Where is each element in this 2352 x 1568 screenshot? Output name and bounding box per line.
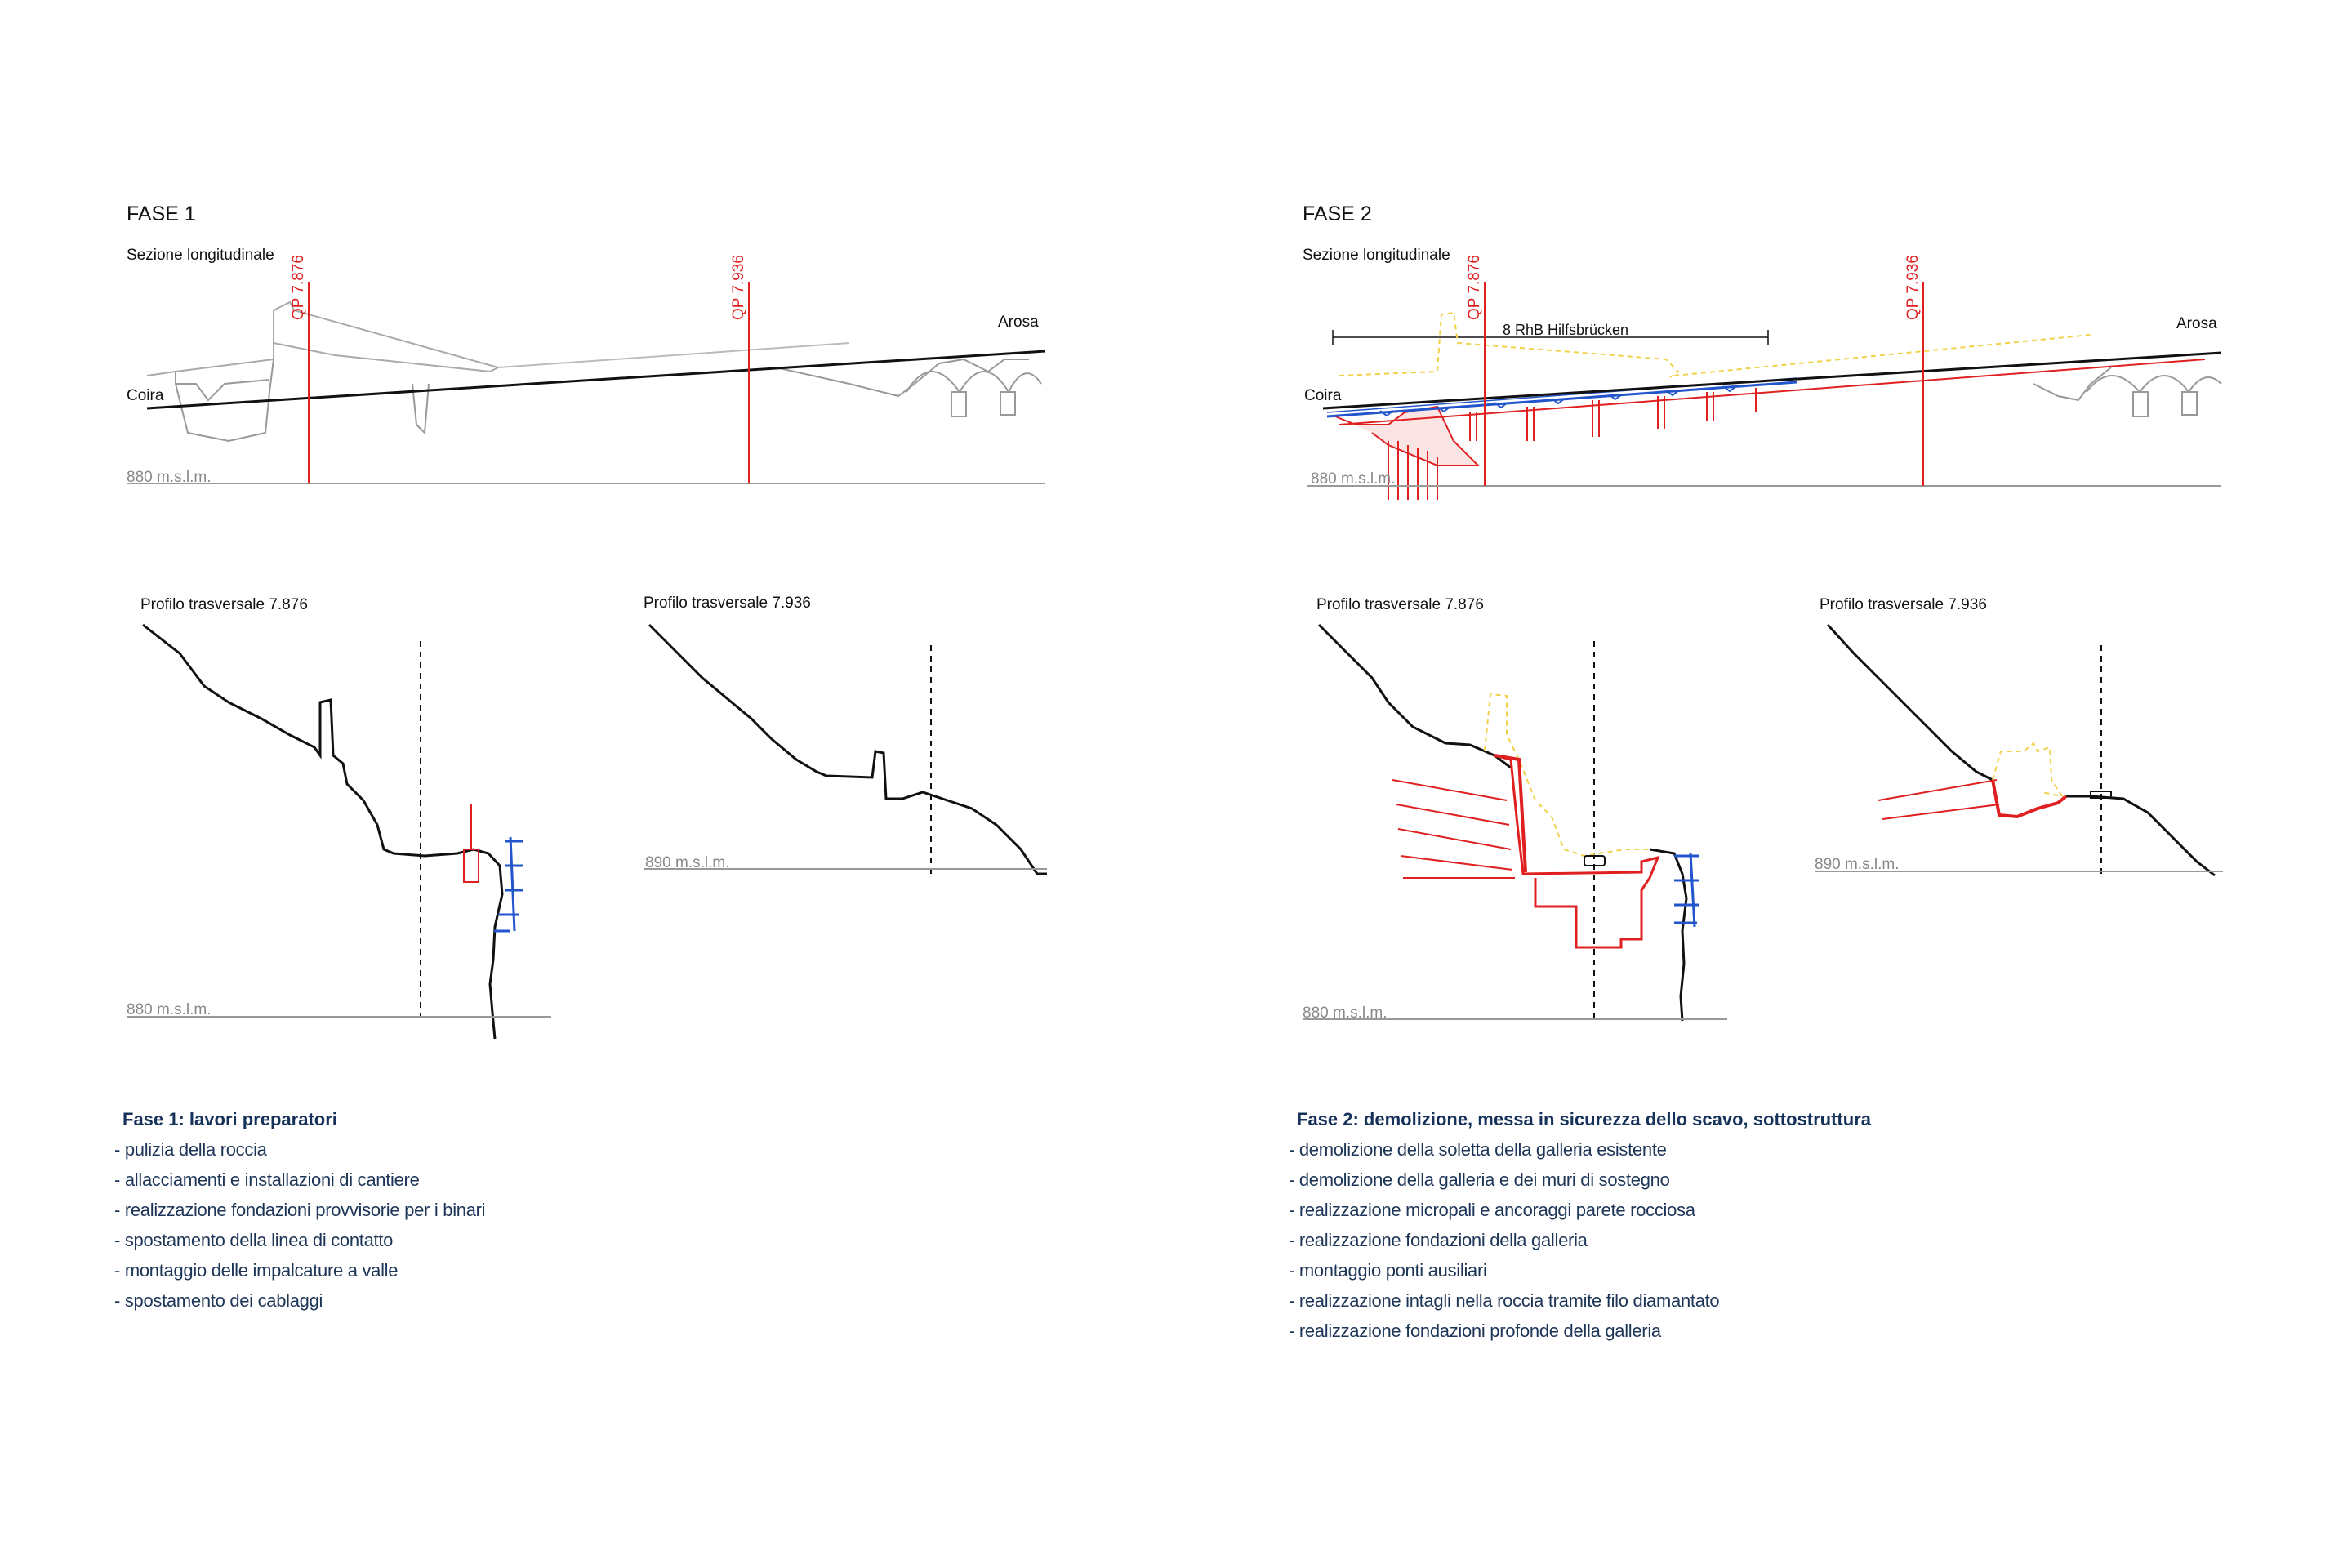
list-item: - demolizione della soletta della galler… — [1289, 1139, 1667, 1160]
fase1-longitudinal-section: FASE 1 Sezione longitudinale QP 7.876 QP… — [127, 203, 1046, 486]
fase2-right-place: Arosa — [2176, 315, 2217, 332]
fase2-elev-long: 880 m.s.l.m. — [1311, 470, 1395, 488]
list-item: - spostamento dei cablaggi — [114, 1290, 323, 1311]
fase1-profile-b-elev: 890 m.s.l.m. — [645, 854, 729, 871]
list-item: - realizzazione fondazioni profonde dell… — [1289, 1321, 1661, 1341]
fase1-right-place: Arosa — [998, 314, 1039, 331]
fase1-qp-b-label: QP 7.936 — [730, 255, 747, 320]
fase1-desc-title: Fase 1: lavori preparatori — [122, 1109, 337, 1129]
fase2-desc-title: Fase 2: demolizione, messa in sicurezza … — [1297, 1109, 1871, 1129]
fase1-profile-a-elev: 880 m.s.l.m. — [127, 1001, 211, 1018]
fase1-profile-b: Profilo trasversale 7.936 890 m.s.l.m. — [644, 595, 1047, 875]
fase1-left-place: Coira — [127, 387, 164, 404]
fase1-profile-a: Profilo trasversale 7.876 880 m.s.l.m. — [127, 596, 551, 1040]
list-item: - realizzazione micropali e ancoraggi pa… — [1289, 1200, 1695, 1220]
fase2-left-place: Coira — [1304, 387, 1342, 404]
list-item: - realizzazione intagli nella roccia tra… — [1289, 1290, 1720, 1311]
list-item: - allacciamenti e installazioni di canti… — [114, 1169, 420, 1190]
fase2-span-label: 8 RhB Hilfsbrücken — [1503, 322, 1628, 338]
list-item: - pulizia della roccia — [114, 1139, 267, 1160]
list-item: - demolizione della galleria e dei muri … — [1289, 1169, 1670, 1190]
fase2-section-label: Sezione longitudinale — [1303, 247, 1450, 264]
fase2-qp-a-label: QP 7.876 — [1466, 255, 1483, 320]
fase2-description: Fase 2: demolizione, messa in sicurezza … — [1289, 1104, 1871, 1346]
fase2-qp-b-label: QP 7.936 — [1904, 255, 1922, 320]
list-item: - montaggio ponti ausiliari — [1289, 1260, 1487, 1281]
list-item: - realizzazione fondazioni della galleri… — [1289, 1230, 1588, 1250]
fase1-section-label: Sezione longitudinale — [127, 247, 274, 264]
list-item: - realizzazione fondazioni provvisorie p… — [114, 1200, 486, 1220]
fase2-profile-a-elev: 880 m.s.l.m. — [1303, 1004, 1387, 1022]
fase2-profile-b: Profilo trasversale 7.936 890 m.s.l.m. — [1815, 596, 2223, 878]
fase2-item-list: - demolizione della soletta della galler… — [1289, 1134, 1871, 1346]
list-item: - spostamento della linea di contatto — [114, 1230, 394, 1250]
fase2-longitudinal-section: FASE 2 Sezione longitudinale 8 RhB Hilfs… — [1303, 203, 2222, 500]
list-item: - montaggio delle impalcature a valle — [114, 1260, 399, 1281]
fase1-profile-a-label: Profilo trasversale 7.876 — [140, 596, 308, 613]
fase2-profile-b-elev: 890 m.s.l.m. — [1815, 856, 1899, 873]
fase1-qp-a-label: QP 7.876 — [290, 255, 307, 320]
fase1-description: Fase 1: lavori preparatori - pulizia del… — [114, 1104, 486, 1316]
fase2-profile-a-label: Profilo trasversale 7.876 — [1316, 596, 1484, 613]
fase1-elev-long: 880 m.s.l.m. — [127, 469, 211, 486]
fase1-title: FASE 1 — [127, 203, 196, 225]
fase2-profile-b-label: Profilo trasversale 7.936 — [1820, 596, 1987, 613]
fase2-title: FASE 2 — [1303, 203, 1372, 225]
fase1-profile-b-label: Profilo trasversale 7.936 — [644, 595, 811, 612]
fase1-item-list: - pulizia della roccia - allacciamenti e… — [114, 1134, 486, 1316]
fase2-profile-a: Profilo trasversale 7.876 880 m.s.l.m. — [1303, 596, 1727, 1022]
